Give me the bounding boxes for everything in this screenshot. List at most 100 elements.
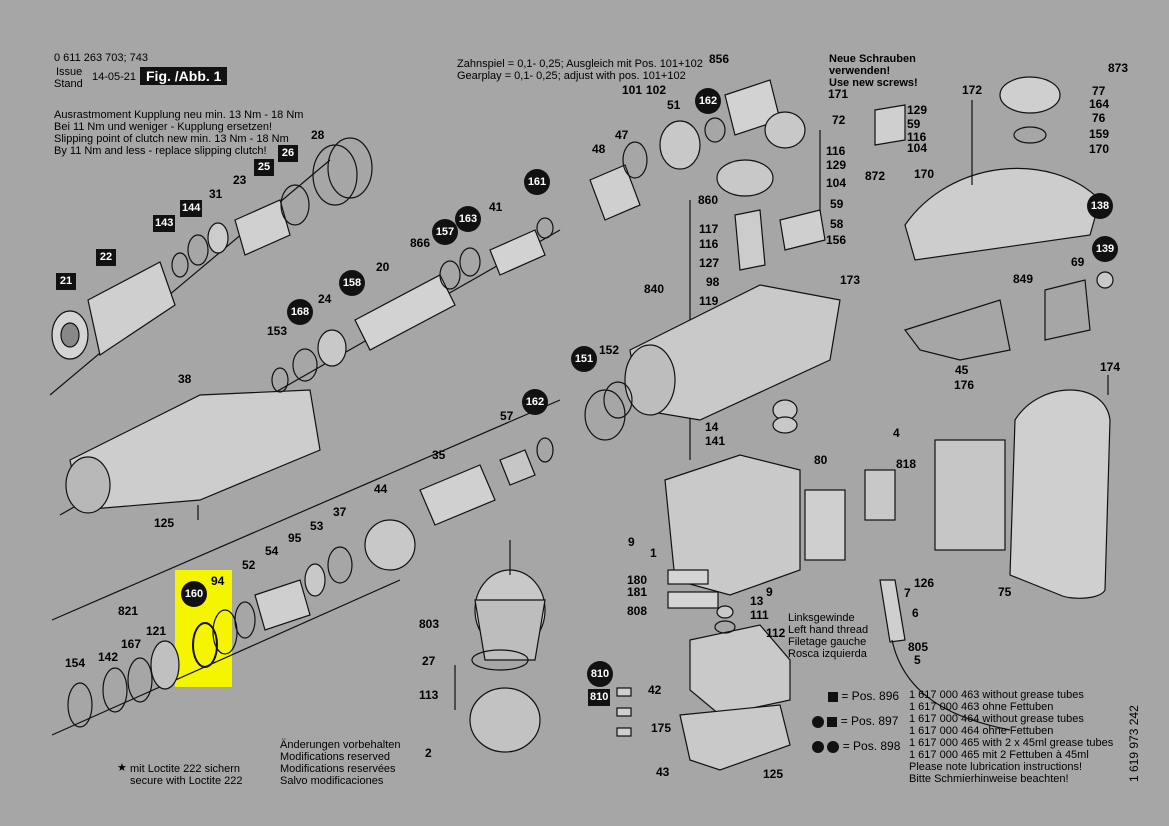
part-label: 76 [1092,111,1106,125]
part-53-ring [304,563,326,597]
doc-number: 0 611 263 703; 743 [54,52,148,64]
part-161-ring [536,217,554,239]
part-54-block [254,579,311,631]
part-label: 104 [826,176,847,190]
part-label: 101 [622,83,643,97]
part-label: 873 [1108,61,1129,75]
clutch-note-2: Bei 11 Nm und weniger - Kupplung ersetze… [54,121,273,133]
part-label: 810 [588,689,611,706]
part-4-switch [864,469,896,521]
part-label: 54 [265,544,279,558]
part-label: 35 [432,448,446,462]
clutch-note-1: Ausrastmoment Kupplung neu min. 13 Nm - … [54,109,304,121]
part-5-cable [891,639,1011,731]
legend-text-3: 1 617 000 464 without grease tubes [909,713,1084,725]
part-label: 168 [287,299,313,325]
part-label: 125 [763,767,784,781]
part-label: 41 [489,200,503,214]
part-label: 181 [627,585,648,599]
square-symbol-icon [827,716,838,727]
part-label: 14 [705,420,719,434]
part-label: 57 [500,409,514,423]
part-label: 162 [695,88,721,114]
part-label: 163 [455,206,481,232]
screw-note-1: Neue Schrauben [829,53,916,65]
gear-note-2: Gearplay = 0,1- 0,25; adjust with pos. 1… [457,70,686,82]
part-label: 48 [592,142,606,156]
part-label: 849 [1013,272,1034,286]
part-154-ring [67,682,93,728]
guide-line-bottom [51,579,401,736]
thread-note-1: Linksgewinde [788,612,855,624]
part-162-ring-upper [704,117,726,143]
part-label: 803 [419,617,440,631]
guide-line-upper [49,159,331,396]
issue-date: 14-05-21 [92,71,137,83]
part-label: 170 [1089,142,1110,156]
part-label: 153 [267,324,288,338]
part-label: 20 [376,260,390,274]
part-label: 856 [709,52,730,66]
part-label: 818 [896,457,917,471]
part-label: 98 [706,275,720,289]
part-808-plate [667,591,719,609]
legend-text-5: 1 617 000 465 with 2 x 45ml grease tubes [909,737,1114,749]
part-label: 95 [288,531,302,545]
part-label: 125 [154,516,175,530]
changes-note-3: Modifications reservées [280,763,396,775]
part-label: 37 [333,505,347,519]
legend-row-898: = Pos. 898 [812,739,900,753]
gear-note-1: Zahnspiel = 0,1- 0,25; Ausgleich mit Pos… [457,58,703,70]
part-label: 58 [830,217,844,231]
part-label: 175 [651,721,672,735]
part-43-cover [679,704,791,771]
part-label: 5 [914,653,921,667]
part-label: 25 [254,159,274,176]
part-label: 2 [425,746,432,760]
part-75-handle [1009,389,1111,599]
part-label: 176 [954,378,975,392]
part-label: 144 [180,200,203,217]
part-144-ring [187,234,209,266]
part-31-ring [207,222,229,254]
part-label: 860 [698,193,719,207]
part-label: 138 [1087,193,1113,219]
side-document-code: 1 619 973 242 [1127,705,1141,782]
screw-note-2: verwenden! [829,65,891,77]
legend-row-897: = Pos. 897 [812,714,898,728]
clutch-note-4: By 11 Nm and less - replace slipping clu… [54,145,267,157]
part-label: 104 [907,141,928,155]
part-117-cylinders [734,209,766,271]
part-label: 170 [914,167,935,181]
part-label: 59 [907,117,921,131]
part-143-ring [171,252,189,278]
loctite-note-2: secure with Loctite 222 [130,775,243,787]
part-label: 167 [121,637,142,651]
part-label: 171 [828,87,849,101]
part-label: 151 [571,346,597,372]
part-label: 117 [699,222,719,236]
part-810b [616,707,632,717]
part-label: 28 [311,128,325,142]
part-48-cup [589,164,641,221]
part-27-ring [471,649,529,671]
part-160-ring [192,622,218,668]
part-label: 53 [310,519,324,533]
figure-label: Fig. /Abb. 1 [140,67,228,85]
part-label: 9 [628,535,635,549]
changes-note-2: Modifications reserved [280,751,391,763]
part-label: 840 [644,282,665,296]
guide-line-lower [51,399,561,621]
part-860-gear [716,159,774,197]
part-label: 164 [1089,97,1110,111]
part-2-stator [469,687,541,753]
part-label: 808 [627,604,648,618]
part-label: 142 [98,650,119,664]
thread-note-2: Left hand thread [788,624,869,636]
part-111-ring [714,620,736,634]
part-label: 80 [814,453,828,467]
part-139-ring [1096,271,1114,289]
part-28-spring [312,144,358,206]
part-94-ring [212,609,238,655]
